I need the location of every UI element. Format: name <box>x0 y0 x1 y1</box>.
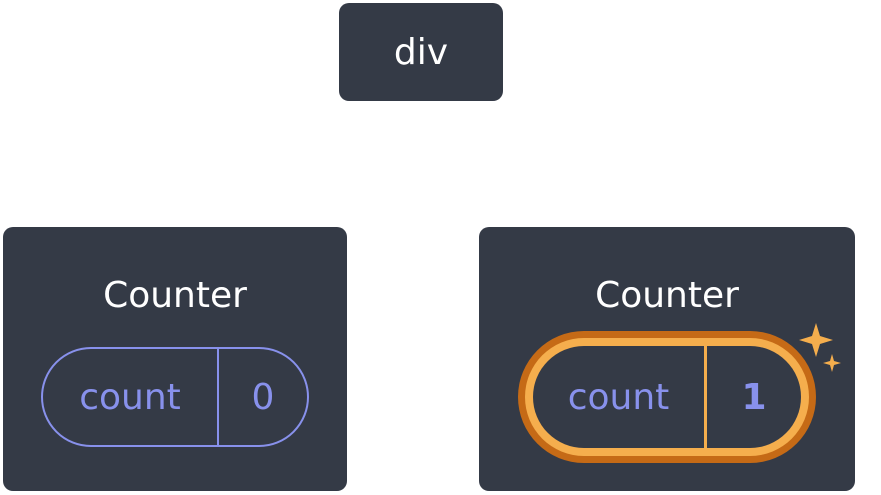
state-value: 0 <box>251 376 275 418</box>
sparkle-icon <box>799 323 841 372</box>
state-pill-core: count 1 <box>533 346 801 448</box>
state-pill-highlighted: count 1 <box>518 331 816 463</box>
div-node-label: div <box>393 31 449 73</box>
counter-title: Counter <box>595 275 739 316</box>
counter-title: Counter <box>103 275 247 316</box>
counter-node-right: Counter count 1 <box>479 227 855 491</box>
state-key: count <box>43 349 219 445</box>
state-value: 1 <box>741 376 767 418</box>
state-pill: count 0 <box>41 347 309 447</box>
div-node: div <box>339 3 503 101</box>
counter-node-left: Counter count 0 <box>3 227 347 491</box>
highlight-ring: count 1 <box>525 338 809 456</box>
state-key: count <box>533 346 707 448</box>
